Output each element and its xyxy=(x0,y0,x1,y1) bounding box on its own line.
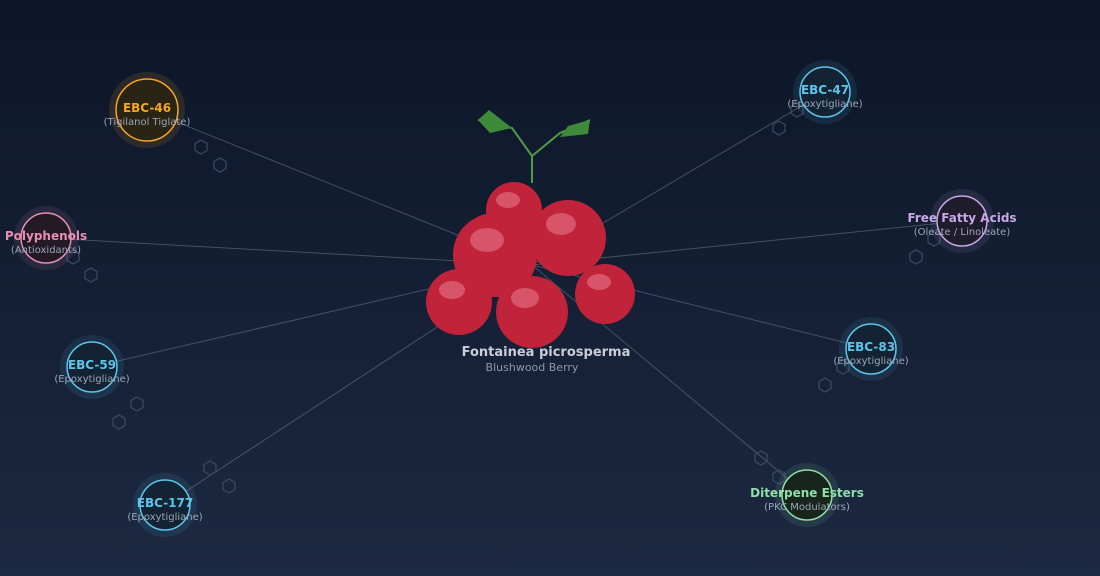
node-subtitle: (Epoxytigliane) xyxy=(787,99,862,110)
node-title: EBC-47 xyxy=(801,83,849,97)
hexagon-icon xyxy=(66,249,80,265)
node-ebc-47[interactable]: EBC-47 (Epoxytigliane) xyxy=(787,60,863,124)
node-ebc-46[interactable]: EBC-46 (Tigilanol Tiglate) xyxy=(104,72,191,148)
hexagon-icon xyxy=(84,267,98,283)
hexagon-icon xyxy=(222,478,236,494)
hexagon-icon xyxy=(130,396,144,412)
node-polyphenols[interactable]: Polyphenols (Antioxidants) xyxy=(5,206,87,270)
berry-highlights xyxy=(439,192,611,308)
node-title: EBC-59 xyxy=(68,358,116,372)
hexagon-icon xyxy=(818,377,832,393)
hexagon-decorations xyxy=(66,102,941,494)
node-title: Free Fatty Acids xyxy=(907,211,1016,225)
node-ebc-83[interactable]: EBC-83 (Epoxytigliane) xyxy=(833,317,909,381)
link-polyphenols xyxy=(45,237,533,266)
node-subtitle: (Epoxytigliane) xyxy=(833,356,908,367)
hexagon-icon xyxy=(754,450,768,466)
hexagon-icon xyxy=(203,460,217,476)
node-subtitle: (PKC Modulators) xyxy=(764,502,850,513)
leaf-icon xyxy=(477,110,591,183)
hexagon-icon xyxy=(927,231,941,247)
node-title: EBC-46 xyxy=(123,101,171,115)
hexagon-icon xyxy=(772,469,786,485)
node-subtitle: (Oleate / Linoleate) xyxy=(914,227,1011,238)
node-free-fatty-acids[interactable]: Free Fatty Acids (Oleate / Linoleate) xyxy=(907,189,1017,253)
center-subtitle: Blushwood Berry xyxy=(486,361,579,374)
link-free-fatty-acids xyxy=(531,220,963,266)
hexagon-icon xyxy=(909,249,923,265)
node-ebc-59[interactable]: EBC-59 (Epoxytigliane) xyxy=(54,335,130,399)
node-subtitle: (Antioxidants) xyxy=(11,245,81,256)
node-subtitle: (Epoxytigliane) xyxy=(54,374,129,385)
center-title: Fontainea picrosperma xyxy=(462,345,631,360)
node-title: Polyphenols xyxy=(5,229,87,243)
berry-cluster: Fontainea picrosperma Blushwood Berry xyxy=(426,110,635,374)
hexagon-icon xyxy=(772,120,786,136)
hexagon-icon xyxy=(790,102,804,118)
node-title: EBC-83 xyxy=(847,340,895,354)
node-diterpene-esters[interactable]: Diterpene Esters (PKC Modulators) xyxy=(750,463,864,527)
hexagon-icon xyxy=(213,157,227,173)
node-subtitle: (Epoxytigliane) xyxy=(127,512,202,523)
node-ebc-177[interactable]: EBC-177 (Epoxytigliane) xyxy=(127,473,203,537)
hexagon-icon xyxy=(112,414,126,430)
node-title: EBC-177 xyxy=(137,496,193,510)
node-title: Diterpene Esters xyxy=(750,486,864,500)
node-subtitle: (Tigilanol Tiglate) xyxy=(104,117,191,128)
hexagon-icon xyxy=(836,359,850,375)
hexagon-icon xyxy=(194,139,208,155)
berry-icon xyxy=(426,182,635,348)
